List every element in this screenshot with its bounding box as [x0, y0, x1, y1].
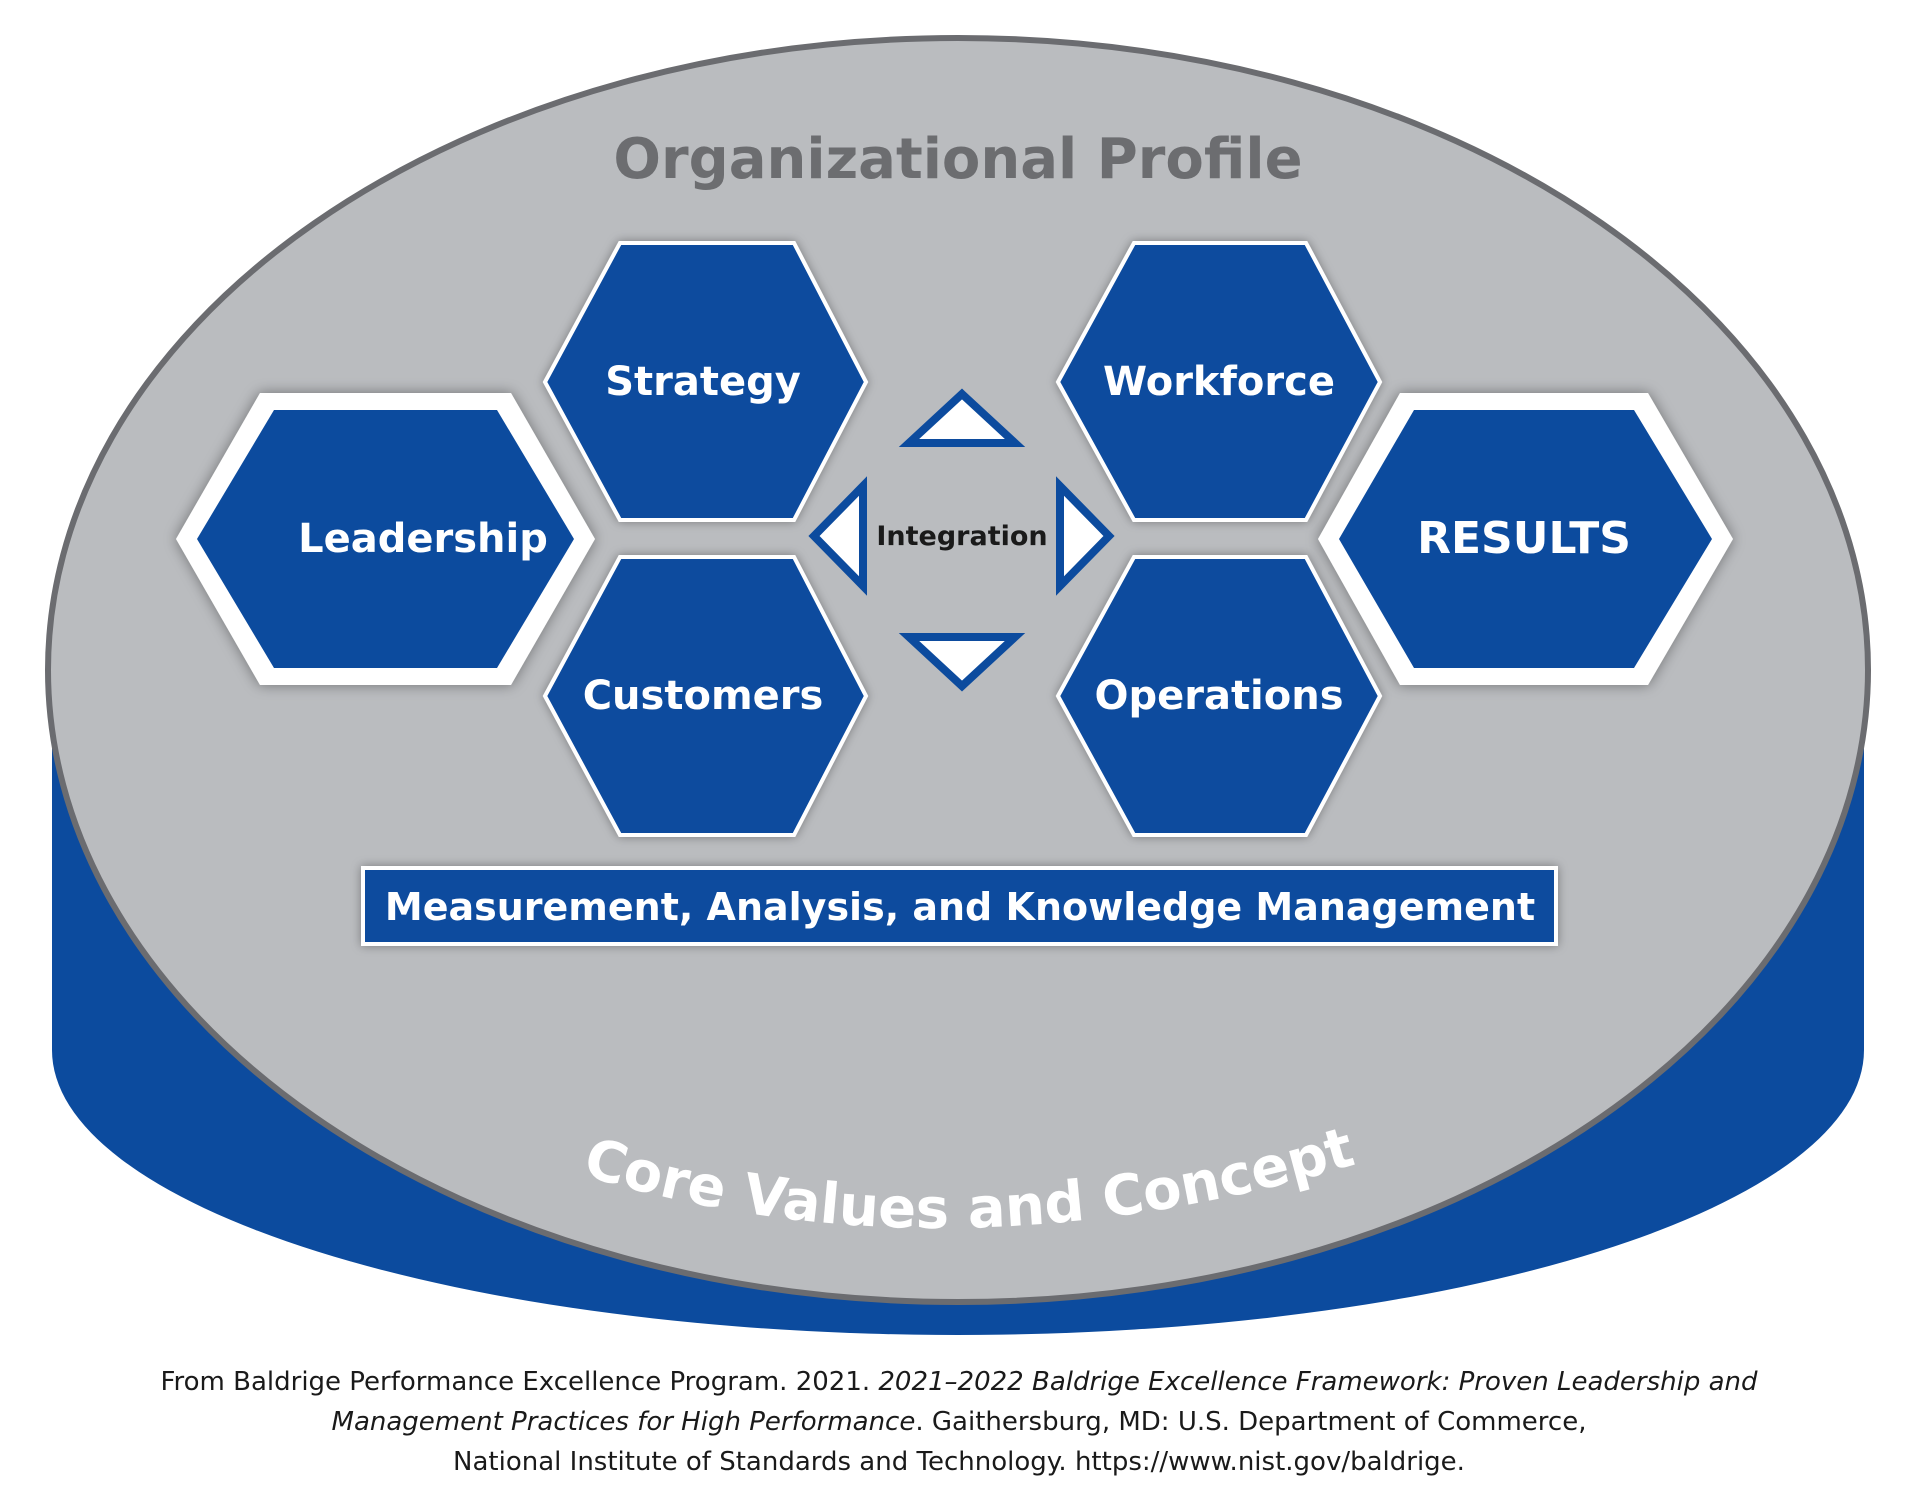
- source-caption: From Baldrige Performance Excellence Pro…: [0, 1362, 1918, 1482]
- caption-line-2-italic: Management Practices for High Performanc…: [331, 1407, 916, 1437]
- integration-arrows: [808, 388, 1115, 692]
- arrow-right-icon: [1056, 476, 1115, 596]
- hex-leadership: Leadership: [176, 393, 595, 685]
- hex-results-label: RESULTS: [1417, 513, 1631, 564]
- arrow-up-icon: [898, 388, 1026, 447]
- caption-line-2: Management Practices for High Performanc…: [0, 1402, 1918, 1442]
- measurement-bar-label: Measurement, Analysis, and Knowledge Man…: [385, 885, 1535, 929]
- hex-operations-label: Operations: [1094, 673, 1343, 719]
- hex-strategy: Strategy: [542, 241, 869, 522]
- hex-workforce-label: Workforce: [1103, 359, 1335, 405]
- hex-workforce: Workforce: [1055, 241, 1383, 522]
- caption-line-3: National Institute of Standards and Tech…: [453, 1447, 1465, 1477]
- hex-strategy-label: Strategy: [605, 359, 801, 405]
- caption-line-1: From Baldrige Performance Excellence Pro…: [0, 1362, 1918, 1402]
- arrow-left-icon: [808, 476, 867, 596]
- hex-results: RESULTS: [1318, 393, 1733, 685]
- integration-label: Integration: [876, 521, 1047, 552]
- hex-customers: Customers: [542, 555, 869, 837]
- caption-line-1-italic: 2021–2022 Baldrige Excellence Framework:…: [878, 1367, 1758, 1397]
- caption-line-1-plain: From Baldrige Performance Excellence Pro…: [160, 1367, 879, 1397]
- caption-line-2-plain: . Gaithersburg, MD: U.S. Department of C…: [915, 1407, 1587, 1437]
- hex-customers-label: Customers: [583, 673, 824, 719]
- hex-leadership-label: Leadership: [298, 516, 548, 562]
- measurement-bar: Measurement, Analysis, and Knowledge Man…: [361, 866, 1558, 946]
- arrow-down-icon: [898, 633, 1026, 692]
- hex-operations: Operations: [1055, 555, 1383, 837]
- organizational-profile-title: Organizational Profile: [613, 127, 1302, 192]
